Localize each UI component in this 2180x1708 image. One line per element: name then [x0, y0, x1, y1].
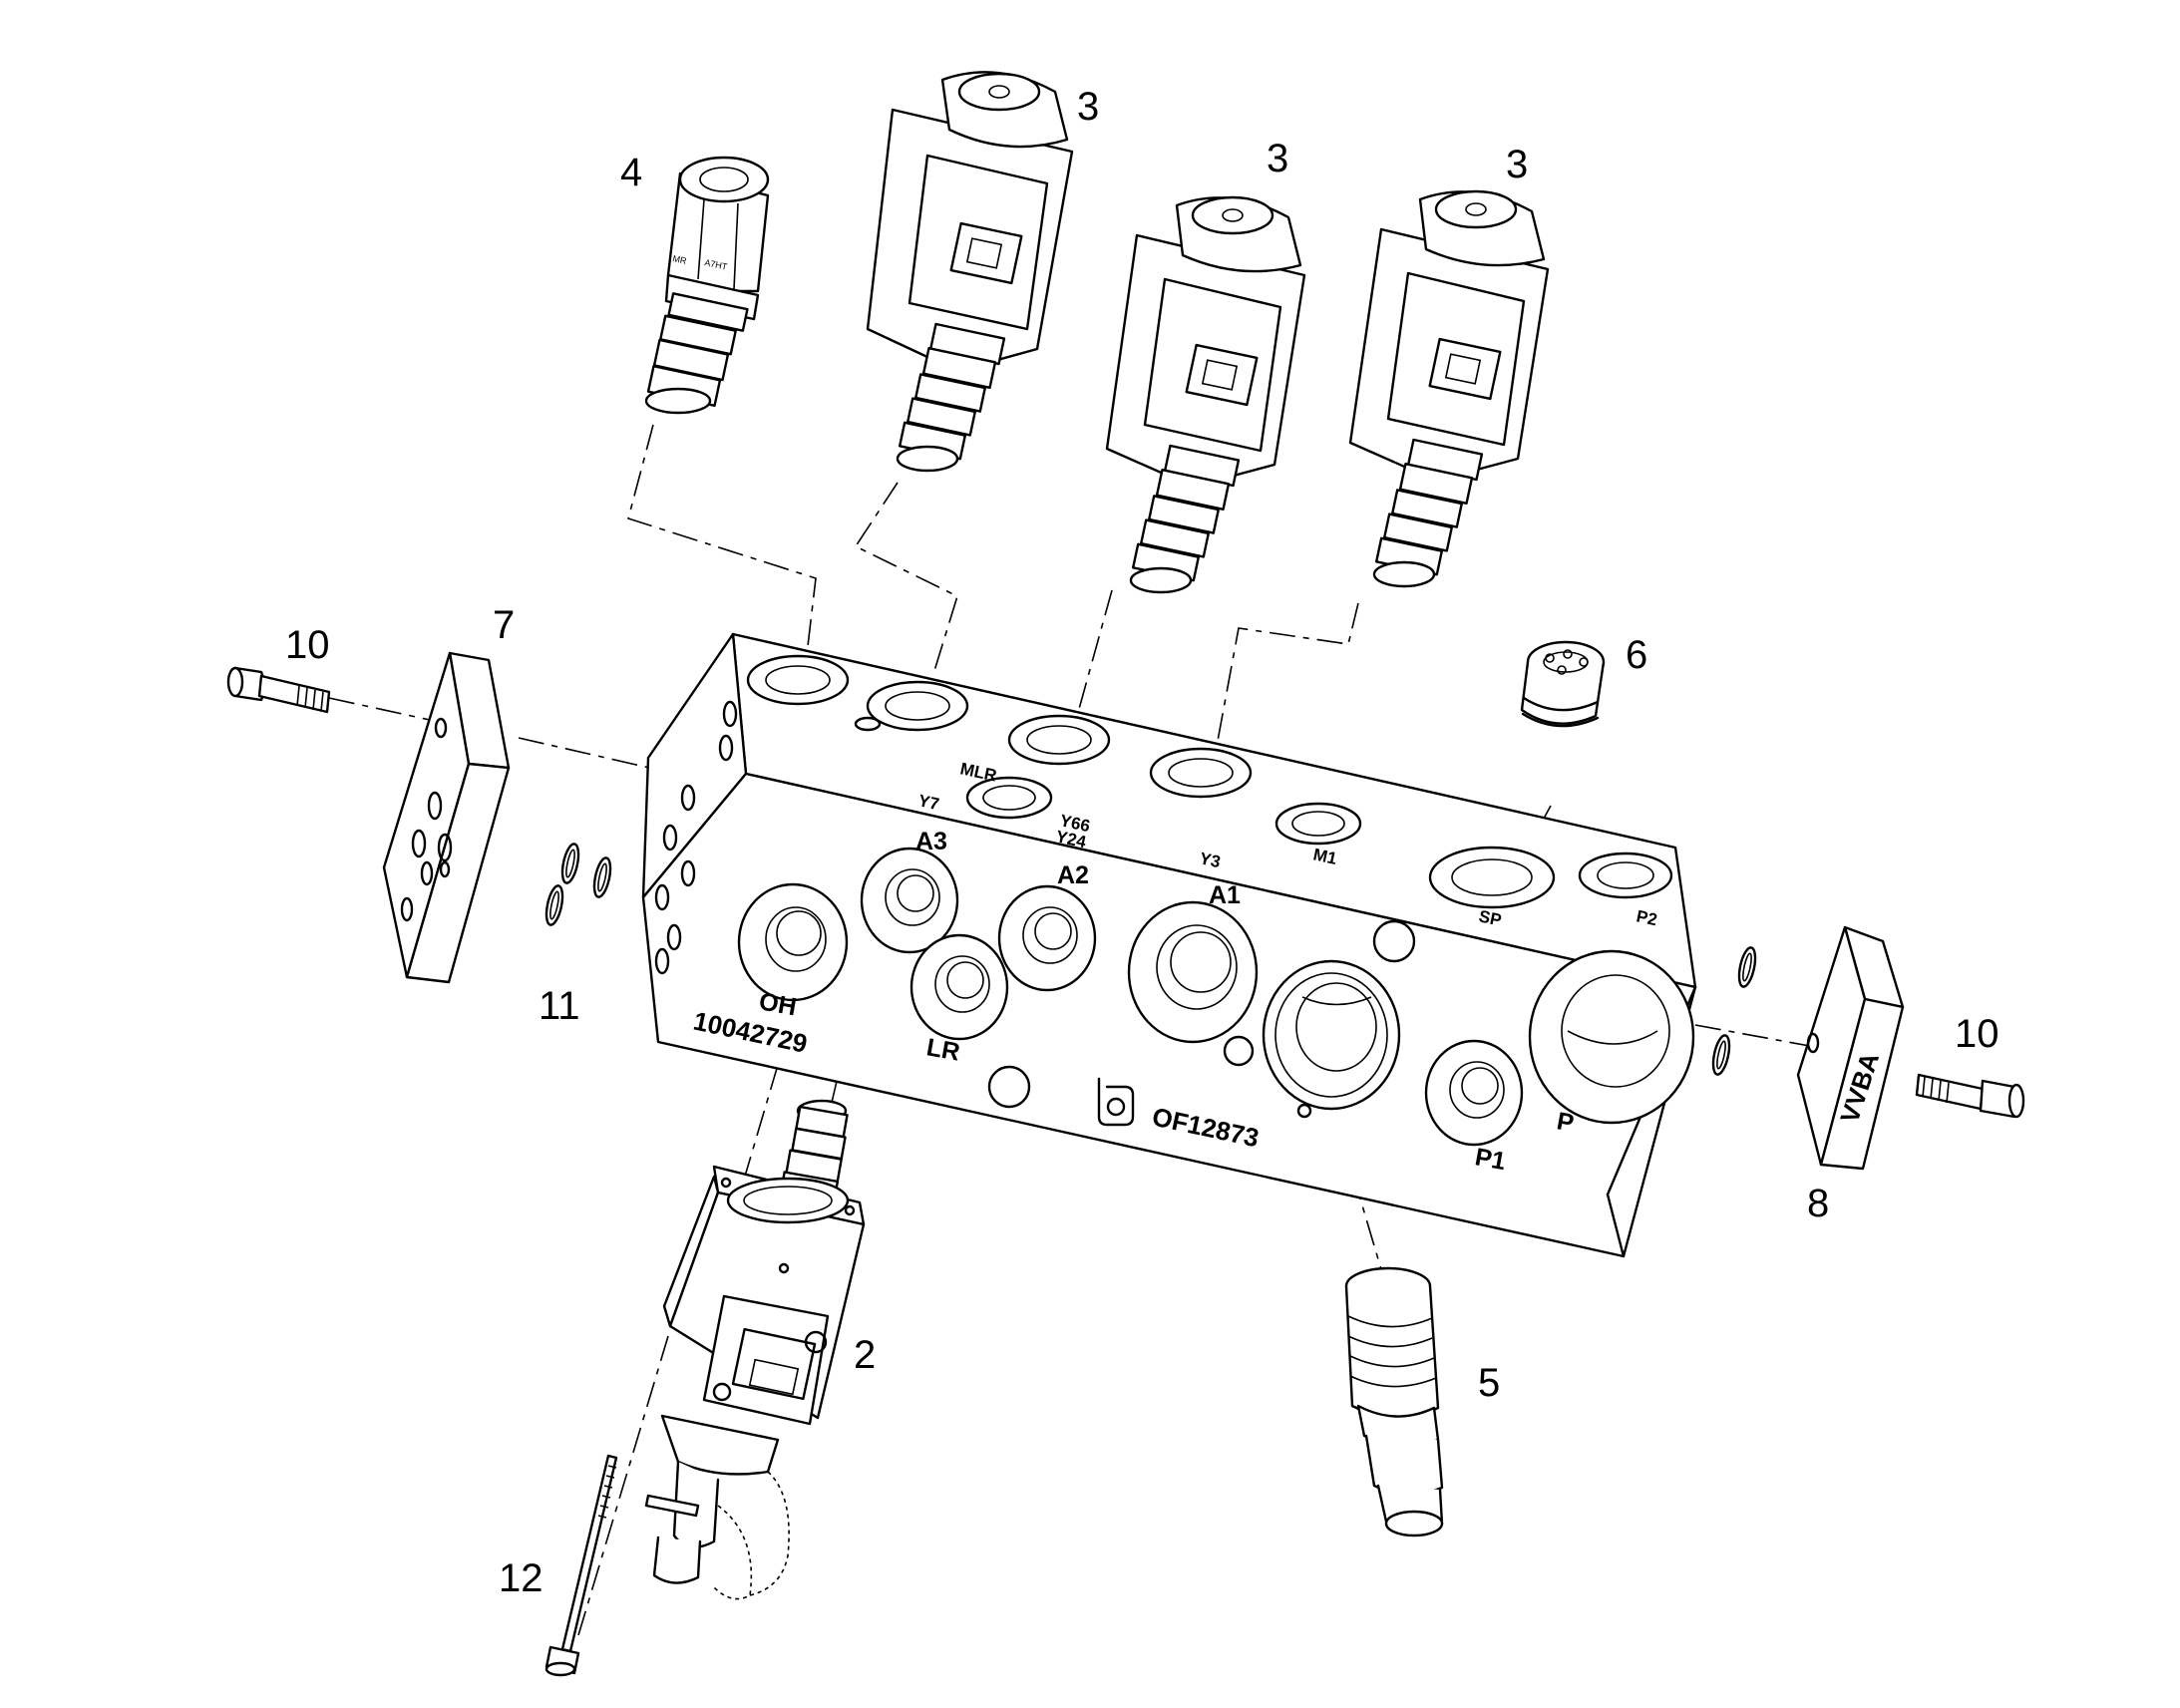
- port-p1: [1424, 1039, 1524, 1147]
- port-lr: [909, 933, 1009, 1041]
- screw-10-right: [1915, 1073, 2025, 1119]
- port-p: [1528, 949, 1695, 1125]
- port-label-p: P: [1555, 1107, 1576, 1137]
- callout-7: 7: [493, 603, 515, 647]
- cover-plate-7: [382, 651, 511, 984]
- bolt-12: [545, 1454, 618, 1677]
- port-label-m1: M1: [1311, 845, 1338, 867]
- port-label-y3: Y3: [1198, 849, 1222, 871]
- o-rings-11: [545, 843, 1757, 1076]
- port-label-oh: OH: [757, 987, 799, 1021]
- top-port-4: [1149, 747, 1253, 799]
- callout-6: 6: [1626, 633, 1647, 677]
- relief-cartridge-5: [1344, 1266, 1444, 1537]
- top-port-2: [866, 680, 969, 732]
- callout-3-c: 3: [1506, 143, 1528, 186]
- solenoid-valve-2: [644, 1099, 866, 1600]
- port-label-a3: A3: [915, 828, 947, 855]
- top-port-1: [746, 654, 850, 706]
- callout-8: 8: [1807, 1182, 1829, 1225]
- callout-11: 11: [539, 984, 580, 1028]
- manufacturer-logo-icon: [1097, 1077, 1135, 1127]
- solenoid-valve-3b: [1105, 195, 1306, 594]
- callout-4: 4: [620, 151, 642, 194]
- callout-3-a: 3: [1077, 85, 1099, 129]
- top-port-3: [1007, 714, 1111, 766]
- port-label-y7: Y7: [916, 791, 940, 814]
- callout-10-left: 10: [285, 623, 330, 667]
- port-a2: [997, 884, 1097, 992]
- port-label-a1: A1: [1209, 881, 1241, 909]
- valve4-marking-left: MR: [672, 253, 688, 266]
- port-a1: [1127, 900, 1259, 1044]
- callout-3-b: 3: [1267, 137, 1288, 180]
- port-label-lr: LR: [924, 1033, 962, 1066]
- callout-numbers: 3 3 3 4 10 7 6 11 10 8 2 5 12: [285, 85, 1999, 1600]
- cover-plate-8: VVBA: [1796, 925, 1905, 1171]
- port-center: [1262, 959, 1401, 1111]
- callout-5: 5: [1478, 1361, 1500, 1405]
- callout-10-right: 10: [1955, 1012, 1999, 1056]
- screw-10-left: [226, 666, 331, 714]
- valve4-marking-right: A7HT: [704, 257, 729, 272]
- port-oh: [737, 882, 849, 1002]
- manifold-block: MLR Y7 Y66 Y24 Y3 M1 SP P2: [641, 632, 1697, 1258]
- port-label-sp: SP: [1477, 906, 1503, 929]
- solenoid-valve-3a: [866, 71, 1074, 473]
- solenoid-valve-3c: [1348, 189, 1550, 588]
- plug-6: [1520, 640, 1606, 728]
- callout-2: 2: [854, 1333, 876, 1377]
- port-label-a2: A2: [1057, 861, 1089, 889]
- left-face-holes: [654, 700, 738, 975]
- callout-12: 12: [499, 1556, 544, 1600]
- valve-cartridge-4: MR A7HT: [644, 156, 770, 415]
- port-a3: [860, 847, 959, 954]
- port-label-p1: P1: [1473, 1143, 1508, 1176]
- port-label-p2: P2: [1635, 906, 1658, 929]
